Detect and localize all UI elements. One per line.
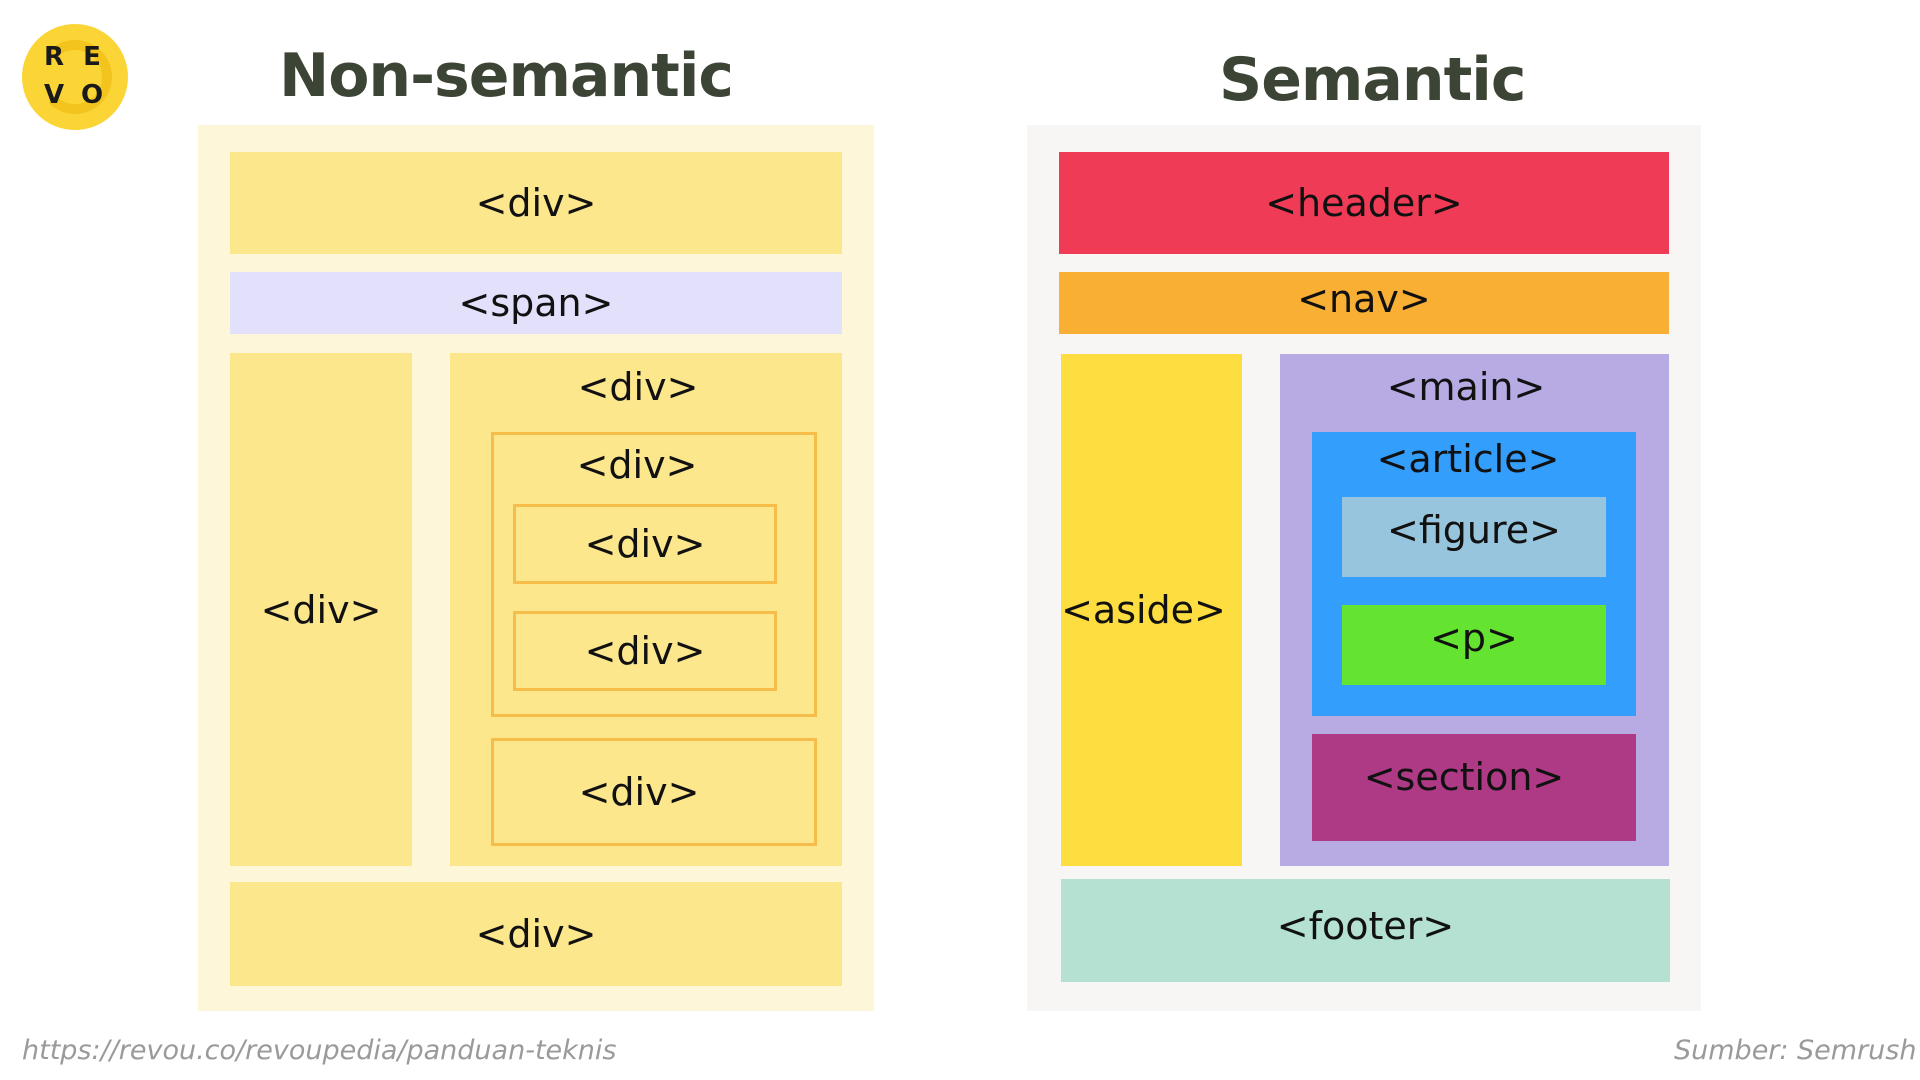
source-name: Semrush [1797,1035,1917,1066]
ns-inner-child-2-label: <div> [584,629,706,673]
ns-footer-div: <div> [230,882,842,986]
ns-top-div: <div> [230,152,842,254]
sem-aside: <aside> [1061,354,1242,866]
semantic-title: Semantic [1219,45,1526,115]
ns-bottom-inner-div-label: <div> [578,770,700,814]
sem-main-label-box: <main> [1280,368,1652,408]
sem-footer: <footer> [1061,879,1670,982]
sem-section: <section> [1312,734,1636,841]
logo-swirl-icon [38,40,112,114]
sem-main-label: <main> [1386,365,1546,409]
revo-logo: R E V O [22,24,128,130]
sem-aside-label: <aside> [1061,588,1226,632]
ns-left-column-div-label: <div> [260,587,382,632]
sem-header-label: <header> [1265,181,1463,225]
ns-bottom-inner-div: <div> [491,738,817,846]
ns-inner-div-label: <div> [576,443,698,487]
ns-inner-div-label-box: <div> [491,446,783,486]
logo-letter-v: V [43,80,65,110]
ns-inner-child-2: <div> [513,611,777,691]
sem-article-label: <article> [1376,437,1560,481]
ns-span-label: <span> [458,281,614,325]
sem-nav-label: <nav> [1297,277,1431,321]
sem-section-label: <section> [1363,755,1565,799]
ns-inner-div [491,432,817,717]
ns-inner-child-1: <div> [513,504,777,584]
sem-figure-label: <figure> [1387,508,1561,552]
sem-footer-label: <footer> [1276,903,1455,948]
ns-top-div-label: <div> [475,181,597,225]
sem-article-label-box: <article> [1312,440,1624,480]
ns-main-div-label: <div> [577,365,699,409]
sem-nav: <nav> [1059,272,1669,334]
logo-letter-o: O [80,80,104,110]
sem-p-label: <p> [1430,616,1518,660]
sem-figure: <figure> [1342,497,1606,577]
source-label: Sumber: [1674,1035,1789,1066]
ns-footer-div-label: <div> [475,912,597,956]
ns-main-div-label-box: <div> [450,368,826,408]
logo-letter-r: R [43,42,65,72]
source-url: https://revou.co/revoupedia/panduan-tekn… [22,1035,617,1066]
ns-inner-child-1-label: <div> [584,522,706,566]
non-semantic-title: Non-semantic [279,41,734,111]
ns-main-div [450,353,842,866]
logo-letter-e: E [83,42,101,72]
sem-header: <header> [1059,152,1669,254]
sem-p: <p> [1342,605,1606,685]
ns-span: <span> [230,272,842,334]
ns-left-column-div: <div> [230,353,412,866]
